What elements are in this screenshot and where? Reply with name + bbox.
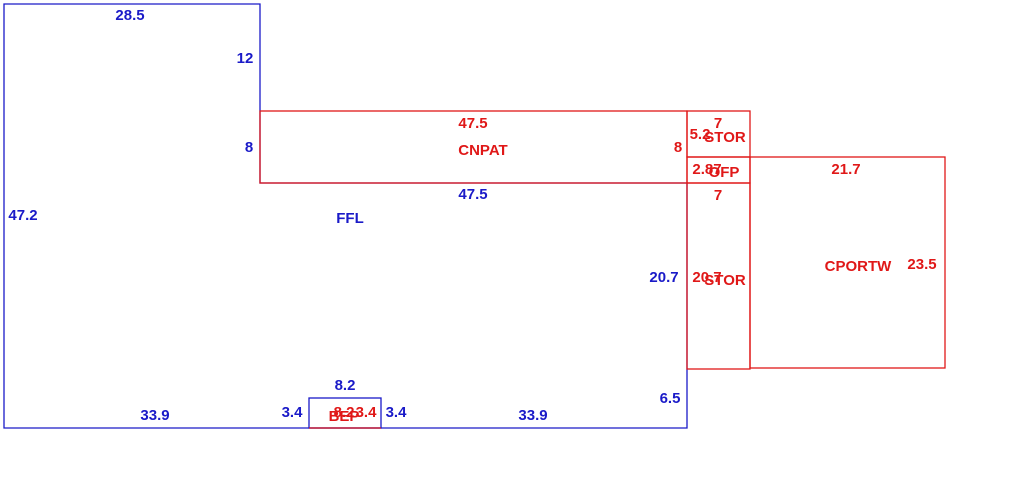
ffl-bottom-left-dim: 33.9 <box>140 407 169 424</box>
bep-left-dim: 3.4 <box>282 404 304 421</box>
ffl-notch-right-dim: 12 <box>237 50 254 67</box>
ffl-left-dim: 47.2 <box>8 207 37 224</box>
cportw-top-dim: 21.7 <box>831 161 860 178</box>
cnpat-top-dim: 47.5 <box>458 115 487 132</box>
ffl-notch-inner-dim: 8 <box>245 139 253 156</box>
bep-top-dim: 8.2 <box>335 377 356 394</box>
bep-inner-dim-1: 8.2 <box>334 404 355 421</box>
cportw-area-label: CPORTW <box>825 258 893 275</box>
cnpat-area-label: CNPAT <box>458 142 507 159</box>
cnpat-right-dim: 8 <box>674 139 682 156</box>
cportw-outline <box>749 156 946 369</box>
ofp-bottom-dim: 7 <box>714 187 722 204</box>
ffl-right-dim: 20.7 <box>649 269 678 286</box>
stor-upper-side-dim: 5.2 <box>690 126 711 143</box>
bep-area-label: BEP <box>329 408 360 425</box>
ofp-side-dim: 2.87 <box>692 161 721 178</box>
ffl-area-label: FFL <box>336 210 364 227</box>
ffl-right-low-dim: 6.5 <box>660 390 681 407</box>
ffl-top-dim: 28.5 <box>115 7 144 24</box>
cportw-right-dim: 23.5 <box>907 256 936 273</box>
stor-lower-area-label: STOR <box>704 272 746 289</box>
ofp-area-label: OFP <box>709 164 740 181</box>
ffl-bottom-right-dim: 33.9 <box>518 407 547 424</box>
bep-right-dim: 3.4 <box>386 404 408 421</box>
ffl-mid-dim: 47.5 <box>458 186 487 203</box>
stor-upper-top-dim: 7 <box>714 115 722 132</box>
stor-lower-side-dim: 20.7 <box>692 269 721 286</box>
stor-upper-area-label: STOR <box>704 129 746 146</box>
bep-inner-dim-2: 3.4 <box>356 404 378 421</box>
